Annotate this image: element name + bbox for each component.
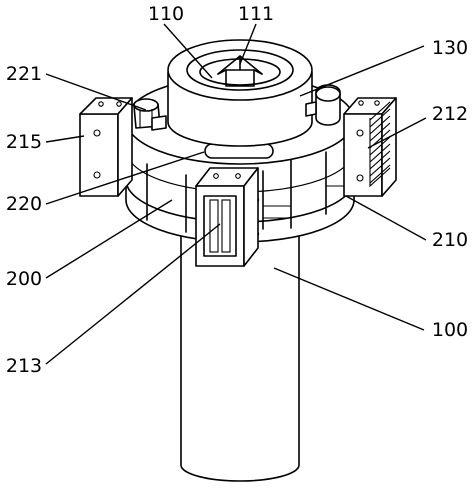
leader-lines	[45, 23, 427, 365]
left-bracket	[79, 97, 133, 197]
column-body	[180, 227, 300, 482]
label-110: 110	[148, 3, 184, 25]
label-210: 210	[432, 229, 468, 251]
label-215: 215	[6, 131, 42, 153]
bolt-right	[305, 84, 341, 126]
label-221: 221	[6, 63, 42, 85]
label-130: 130	[432, 37, 468, 59]
label-213: 213	[6, 355, 42, 377]
top-sleeve	[167, 39, 313, 147]
label-200: 200	[6, 268, 42, 290]
right-bracket	[343, 97, 397, 197]
bolt-left	[133, 98, 167, 131]
label-111: 111	[238, 3, 274, 25]
front-bracket	[195, 167, 259, 267]
label-220: 220	[6, 193, 42, 215]
label-212: 212	[432, 103, 468, 125]
reference-labels: 110 111 130 221 212 215 220 210 200 100 …	[6, 3, 468, 377]
label-100: 100	[432, 319, 468, 341]
